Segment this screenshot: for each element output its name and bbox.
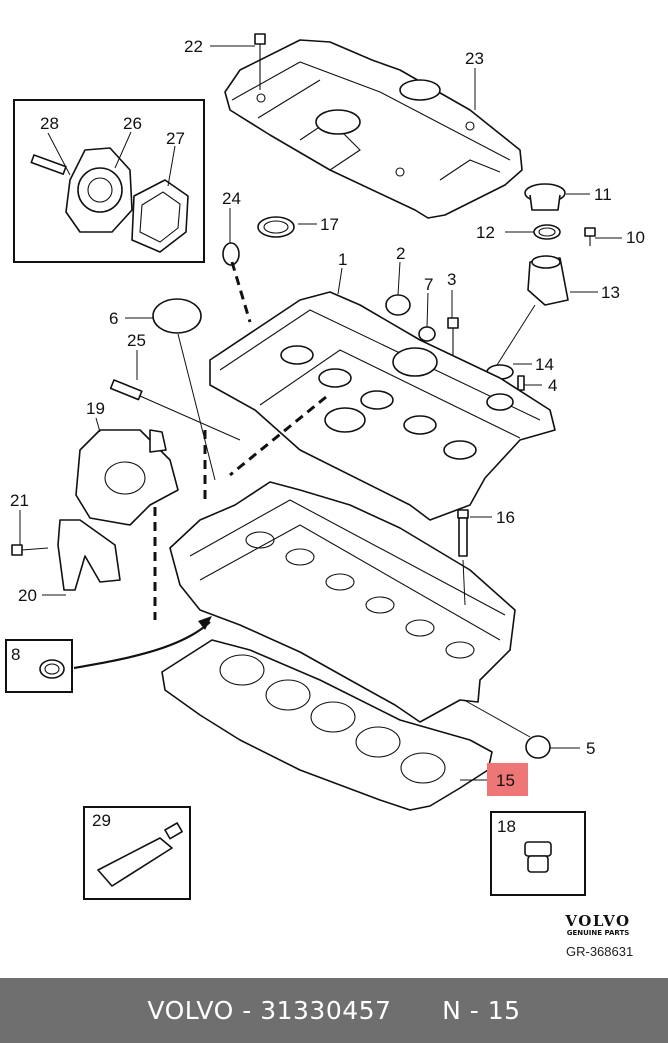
brand-subtitle: GENUINE PARTS (566, 929, 630, 937)
callout-24: 24 (222, 189, 241, 208)
drawing-reference: GR-368631 (566, 944, 634, 959)
footer-ref: N - 15 (442, 996, 521, 1025)
gasket-27-part (131, 179, 189, 253)
callout-15: 15 (496, 771, 515, 790)
callout-6: 6 (109, 309, 118, 328)
callout-23: 23 (465, 49, 484, 68)
seal-8-part (39, 659, 65, 679)
brand-logo: VOLVO (565, 912, 631, 930)
footer-make: VOLVO (147, 996, 234, 1025)
callout-25: 25 (127, 331, 146, 350)
cylinder-head-part (169, 481, 516, 723)
bracket-20-part (57, 519, 121, 591)
callout-13: 13 (601, 283, 620, 302)
callout-26: 26 (123, 114, 142, 133)
cap-11-part (524, 183, 566, 211)
callout-28: 28 (40, 114, 59, 133)
plug-18-part (524, 841, 552, 873)
callout-29: 29 (92, 811, 111, 830)
o-ring-17-part (257, 216, 295, 238)
volvo-brand-mark: VOLVO GENUINE PARTS (540, 912, 656, 937)
head-gasket-part (161, 639, 493, 811)
callout-14: 14 (535, 355, 554, 374)
bolt-22-part (254, 33, 266, 90)
seal-24-part (222, 242, 240, 266)
callout-labels: 22 23 28 26 27 11 24 17 12 10 2 1 3 7 13… (10, 37, 645, 836)
pin-4-part (517, 375, 525, 391)
highlight-box-15 (487, 763, 528, 796)
sensor-25-part (109, 379, 143, 401)
callout-10: 10 (626, 228, 645, 247)
callout-12: 12 (476, 223, 495, 242)
exploded-parts-diagram: 22 23 28 26 27 11 24 17 12 10 2 1 3 7 13… (5, 33, 645, 900)
footer-bar: VOLVO - 31330457 N - 15 (0, 978, 668, 1043)
callout-21: 21 (10, 491, 29, 510)
arrow-8-to-head (73, 621, 211, 670)
seal-2-part (385, 294, 411, 316)
seal-12-part (533, 224, 561, 240)
leader-lines (19, 45, 622, 781)
callout-5: 5 (586, 739, 595, 758)
callout-20: 20 (18, 586, 37, 605)
callout-17: 17 (320, 215, 339, 234)
footer-separator-space (252, 996, 260, 1025)
plug-5-part (525, 735, 551, 759)
footer-separator: - (242, 996, 252, 1025)
bolt-21-part (11, 544, 49, 556)
callout-11: 11 (594, 185, 612, 204)
bolt-10-part (584, 227, 596, 246)
housing-13-part (527, 255, 569, 306)
callout-22: 22 (184, 37, 203, 56)
callout-27: 27 (166, 129, 185, 148)
valve-cover-part (224, 39, 523, 219)
callout-18: 18 (497, 817, 516, 836)
callout-2: 2 (396, 244, 405, 263)
callout-8: 8 (11, 645, 20, 664)
footer-gap (391, 996, 442, 1025)
callout-1: 1 (338, 250, 347, 269)
footer-separator-space (234, 996, 242, 1025)
assembly-dashed-lines (153, 261, 327, 620)
sealant-tube-part (97, 822, 183, 887)
callout-3: 3 (447, 270, 456, 289)
seal-7-part (418, 326, 436, 342)
callout-16: 16 (496, 508, 515, 527)
pump-19-part (75, 429, 179, 526)
camshaft-carrier-part (209, 291, 556, 521)
bolt-16-part (457, 509, 469, 557)
callout-4: 4 (548, 376, 557, 395)
plug-6-part (152, 298, 202, 334)
callout-19: 19 (86, 399, 105, 418)
callout-7: 7 (424, 275, 433, 294)
vvt-unit-part (30, 147, 133, 233)
footer-part-number: 31330457 (260, 996, 392, 1025)
